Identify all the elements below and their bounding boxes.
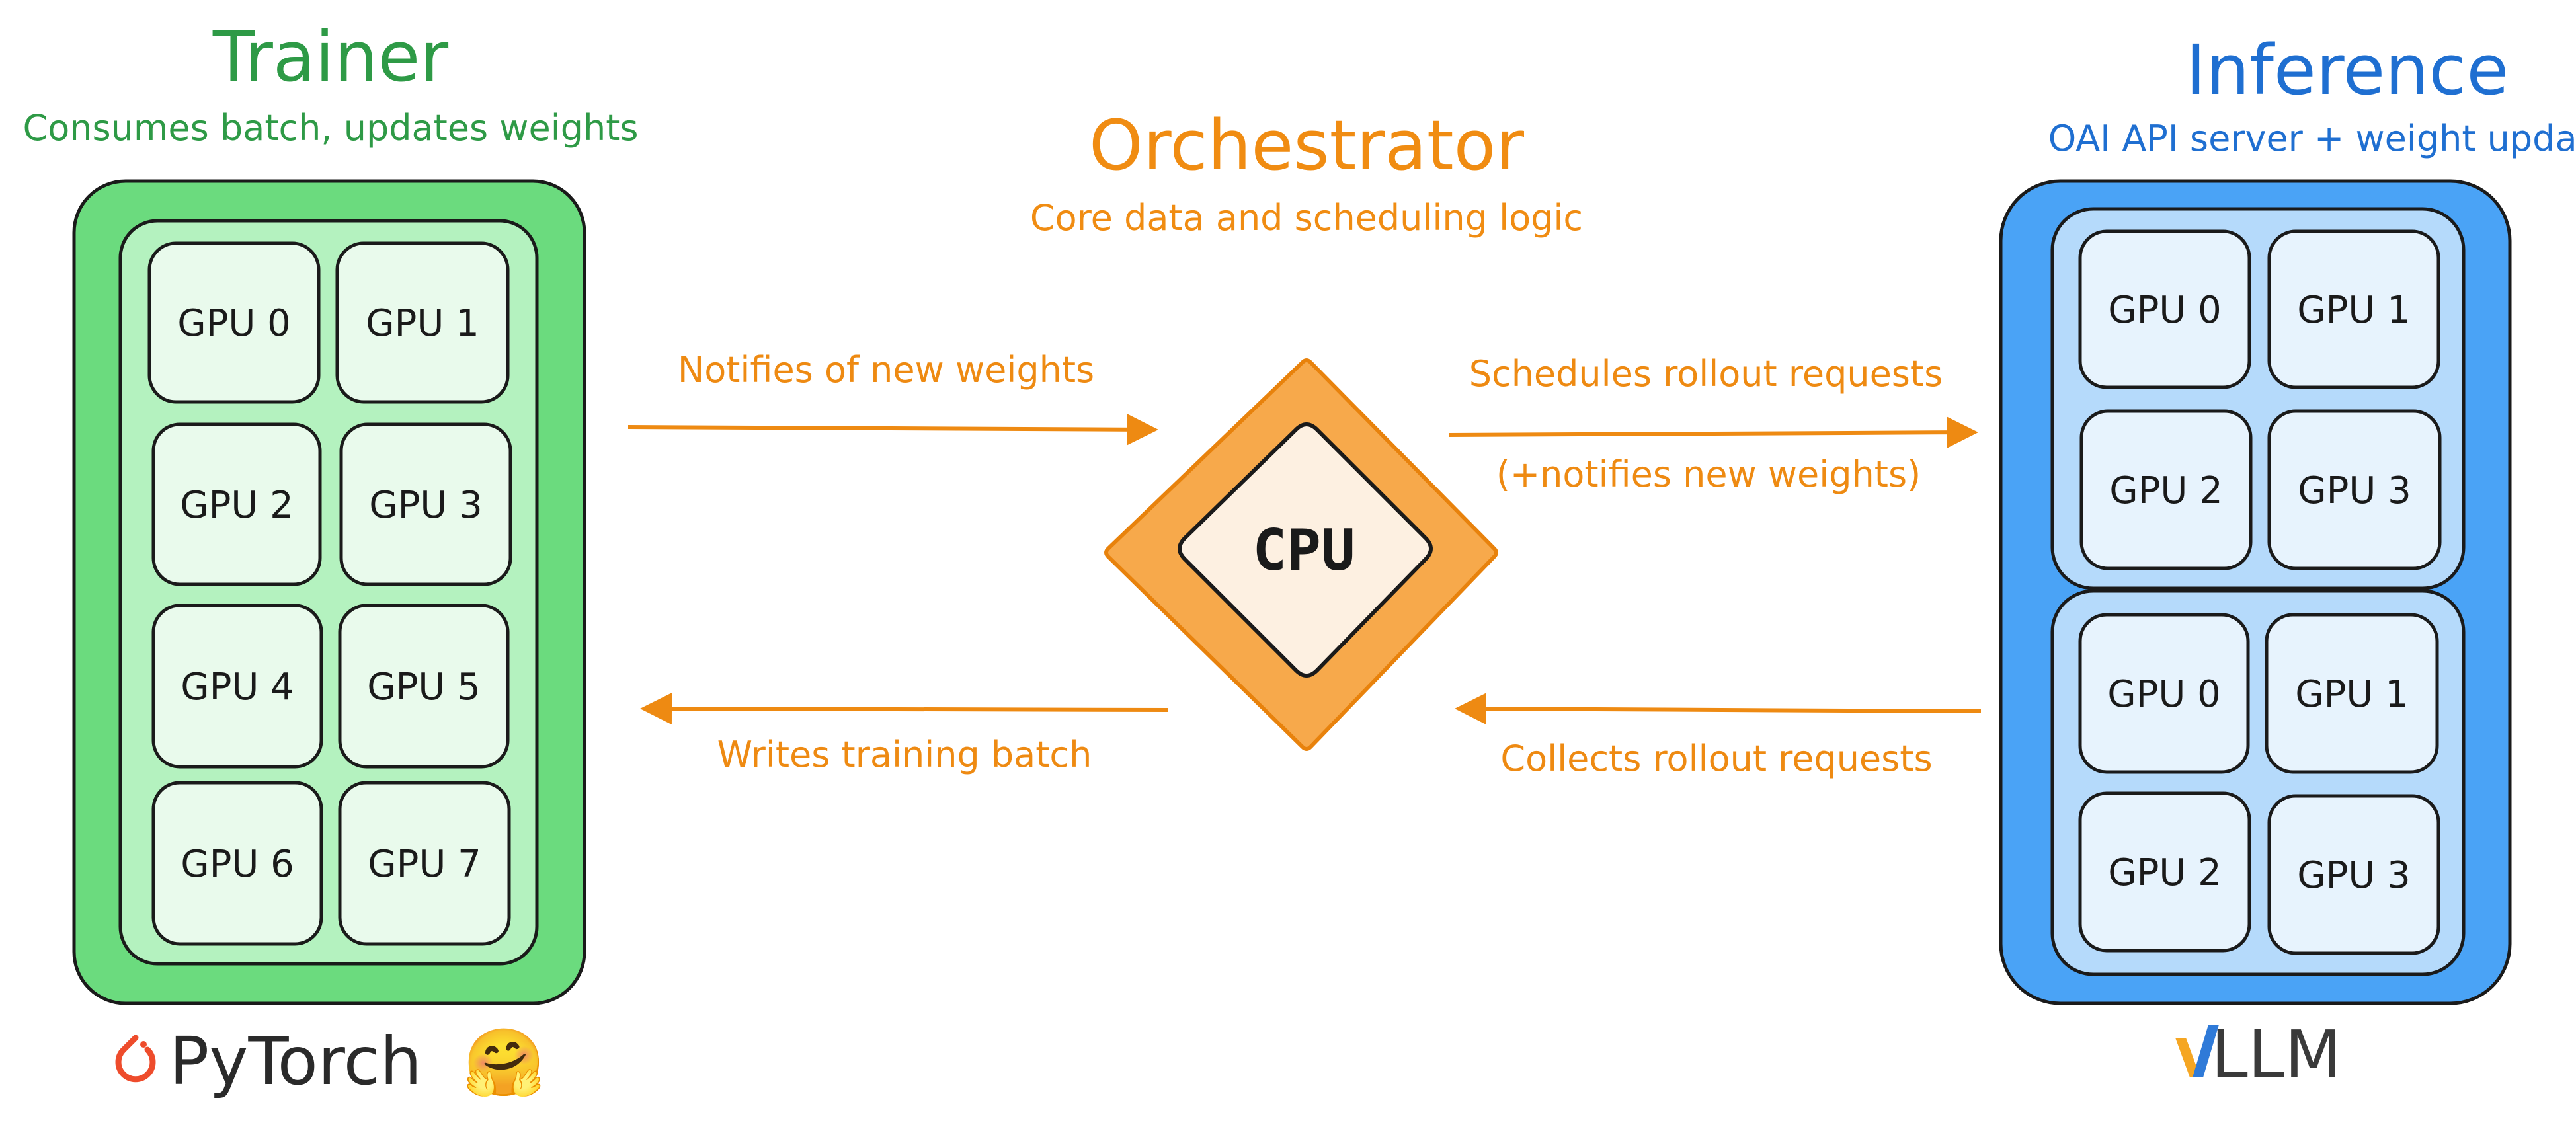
gpu-label: GPU 2 bbox=[180, 484, 294, 527]
gpu-box bbox=[151, 604, 323, 769]
pytorch-flame-icon bbox=[115, 1035, 156, 1083]
gpu-box bbox=[151, 422, 322, 586]
gpu-label: GPU 5 bbox=[367, 666, 481, 709]
arrow-trainer-to-orchestrator bbox=[627, 413, 1158, 446]
gpu-label: GPU 2 bbox=[2108, 851, 2222, 894]
gpu-box bbox=[2265, 613, 2439, 774]
arrow-inference-to-orchestrator bbox=[1455, 693, 1982, 725]
gpu-label: GPU 1 bbox=[366, 302, 479, 345]
gpu-label: GPU 1 bbox=[2295, 673, 2409, 716]
arrow-label-notifies-new-weights: Notifies of new weights bbox=[678, 349, 1094, 391]
gpu-label: GPU 4 bbox=[181, 666, 294, 709]
gpu-label: GPU 3 bbox=[2297, 854, 2411, 897]
gpu-box bbox=[2078, 229, 2251, 389]
gpu-label: GPU 1 bbox=[2297, 289, 2411, 332]
arrows: Notifies of new weights Writes training … bbox=[627, 349, 1982, 779]
gpu-label: GPU 3 bbox=[369, 484, 483, 527]
gpu-box bbox=[2267, 794, 2440, 955]
arrow-orchestrator-to-inference bbox=[1449, 416, 1978, 449]
cpu-label: CPU bbox=[1252, 518, 1355, 584]
gpu-label: GPU 7 bbox=[368, 843, 481, 886]
inference-gpu-grid-2: GPU 0 GPU 1 GPU 2 GPU 3 bbox=[2078, 613, 2440, 955]
arrow-label-schedules-rollout: Schedules rollout requests bbox=[1469, 353, 1943, 395]
arrow-label-notifies-new-weights-2: (+notifies new weights) bbox=[1496, 453, 1921, 495]
gpu-box bbox=[2078, 791, 2251, 953]
gpu-label: GPU 2 bbox=[2109, 469, 2223, 512]
trainer-gpu-grid: GPU 0 GPU 1 GPU 2 GPU 3 GPU 4 GPU 5 GPU 6 GPU 7 bbox=[147, 241, 512, 946]
arrow-orchestrator-to-trainer bbox=[640, 693, 1168, 725]
inference-gpu-grid-1: GPU 0 GPU 1 GPU 2 GPU 3 bbox=[2078, 229, 2442, 570]
gpu-label: GPU 3 bbox=[2298, 469, 2411, 512]
orchestrator-subtitle: Core data and scheduling logic bbox=[1030, 197, 1583, 239]
trainer-subtitle: Consumes batch, updates weights bbox=[23, 107, 639, 149]
gpu-box bbox=[338, 781, 511, 946]
gpu-box bbox=[2079, 409, 2253, 570]
hugging-face-emoji-icon: 🤗 bbox=[463, 1024, 545, 1101]
gpu-box bbox=[339, 422, 512, 586]
orchestrator-section: Orchestrator Core data and scheduling lo… bbox=[1030, 105, 1583, 751]
pytorch-logo-text: PyTorch bbox=[169, 1023, 422, 1100]
gpu-box bbox=[2267, 409, 2442, 570]
cpu-diamond-inner bbox=[1178, 422, 1433, 678]
trainer-title: Trainer bbox=[212, 17, 449, 97]
pytorch-logo: PyTorch 🤗 bbox=[115, 1023, 545, 1101]
gpu-box bbox=[2267, 229, 2440, 389]
gpu-label: GPU 6 bbox=[181, 843, 294, 886]
vllm-v-icon bbox=[2175, 1025, 2219, 1077]
gpu-label: GPU 0 bbox=[177, 302, 291, 345]
gpu-label: GPU 0 bbox=[2107, 673, 2221, 716]
gpu-label: GPU 0 bbox=[2108, 289, 2222, 332]
trainer-section: Trainer Consumes batch, updates weights … bbox=[23, 17, 639, 1101]
inference-subtitle: OAI API server + weight updating bbox=[2048, 118, 2576, 159]
vllm-logo: LLM bbox=[2175, 1016, 2342, 1093]
gpu-box bbox=[338, 604, 510, 769]
gpu-box bbox=[335, 241, 510, 404]
vllm-logo-text: LLM bbox=[2211, 1016, 2342, 1093]
gpu-box bbox=[151, 781, 323, 946]
inference-title: Inference bbox=[2186, 30, 2509, 110]
arrow-label-collects-rollout: Collects rollout requests bbox=[1500, 738, 1932, 779]
inference-section: Inference OAI API server + weight updati… bbox=[1999, 30, 2576, 1093]
gpu-box bbox=[2078, 613, 2250, 774]
arrow-label-writes-training-batch: Writes training batch bbox=[717, 734, 1092, 775]
trainer-inner-box bbox=[118, 219, 539, 966]
orchestrator-title: Orchestrator bbox=[1089, 105, 1524, 186]
gpu-box bbox=[147, 241, 321, 404]
